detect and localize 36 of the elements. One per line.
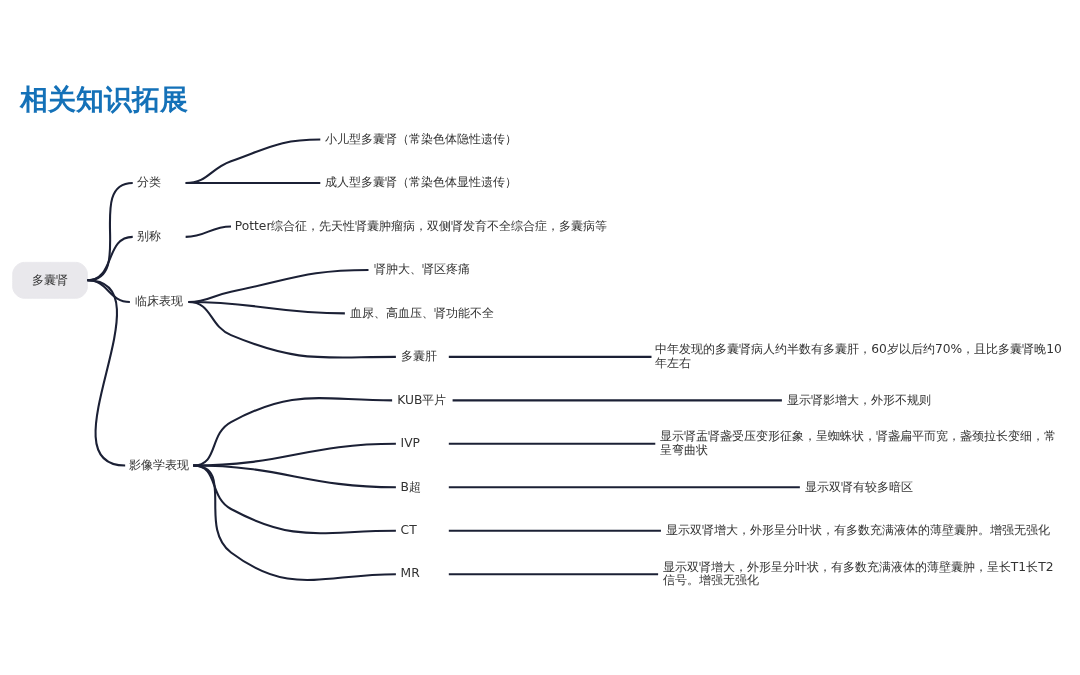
node-text: MR [400,566,420,581]
connector [193,442,396,467]
connector [448,442,656,445]
connector [193,464,396,582]
node-text: 小儿型多囊肾（常染色体隐性遗传） [325,131,518,146]
node-text: Potter综合征，先天性肾囊肿瘤病，双侧肾发育不全综合症，多囊病等 [234,218,608,233]
node-text: 多囊肝 [400,349,437,364]
node-text: 肾肿大、肾区疼痛 [373,262,470,277]
node-text: KUB平片 [397,392,447,407]
node-text: 成人型多囊肾（常染色体显性遗传） [325,175,518,190]
node-text: 影像学表现 [128,457,189,472]
node-text: 分类 [137,175,162,190]
connector [448,486,800,489]
node-text: B超 [400,479,422,494]
node-text: CT [400,522,417,537]
node-text: 别称 [137,229,162,244]
connector [448,573,659,576]
node-text: 显示双肾增大，外形呈分叶状，有多数充满液体的薄壁囊肿，呈长T1长T2信号。增强无强化 [662,559,1054,588]
connector [185,138,321,185]
connector [448,355,652,358]
node-text: 显示双肾增大，外形呈分叶状，有多数充满液体的薄壁囊肿。增强无强化 [666,522,1051,537]
node-box: 多囊肾 [12,261,88,299]
node-text: 显示肾影增大，外形不规则 [786,392,931,407]
node-text: 中年发现的多囊肾病人约半数有多囊肝，60岁以后约70%，且比多囊肾晚10年左右 [655,342,1062,370]
connector [87,279,126,467]
connector [185,225,232,238]
node-text: 显示双肾有较多暗区 [805,479,914,494]
node-text: 临床表现 [134,294,183,309]
node-text: IVP [400,436,421,451]
connector [188,301,396,359]
node-text: 显示肾盂肾盏受压变形征象，呈蜘蛛状，肾盏扁平而宽，盏颈拉长变细，常呈弯曲状 [660,429,1057,457]
diagram-title: 相关知识拓展 [20,83,189,117]
connector [448,529,661,532]
connector [452,399,782,402]
connector [185,181,321,185]
node-text: 血尿、高血压、肾功能不全 [349,305,494,320]
